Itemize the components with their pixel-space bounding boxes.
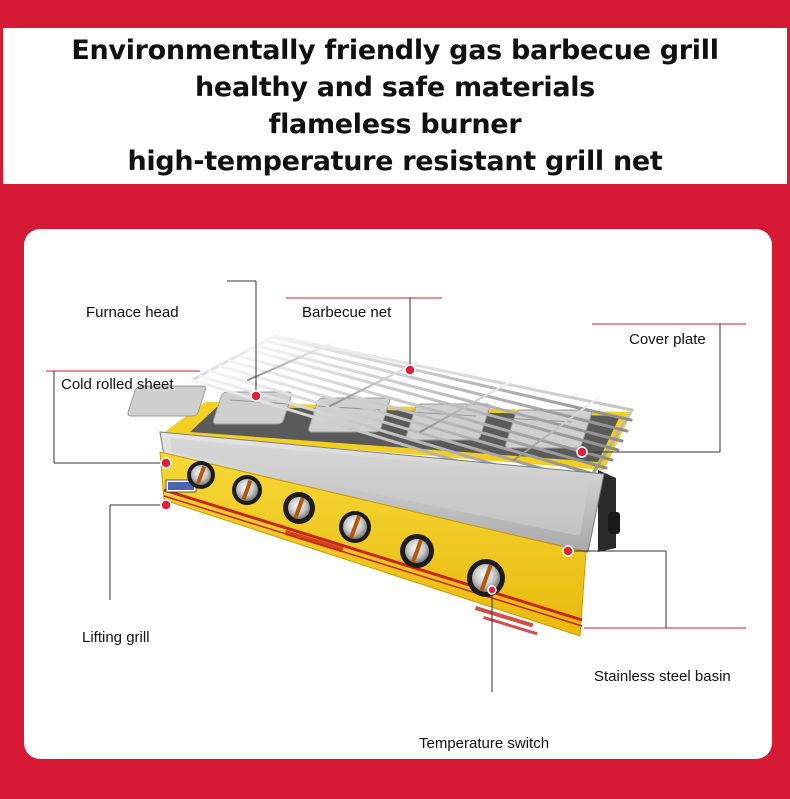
callout-dots: [160, 364, 588, 595]
temperature-knobs: [187, 461, 505, 597]
knob-3-icon: [283, 492, 315, 524]
label-lifting-grill: Lifting grill: [82, 629, 150, 646]
label-cover-plate: Cover plate: [629, 331, 706, 348]
label-barbecue-net: Barbecue net: [302, 304, 392, 321]
title-line-2: healthy and safe materials: [195, 72, 595, 103]
title-line-1: Environmentally friendly gas barbecue gr…: [71, 35, 719, 66]
label-furnace-head: Furnace head: [86, 304, 179, 321]
barbecue-net: [190, 334, 635, 500]
knob-4-icon: [339, 511, 371, 543]
title-line-4: high-temperature resistant grill net: [127, 146, 663, 177]
label-stainless-steel-basin: Stainless steel basin: [594, 668, 731, 685]
knob-2-icon: [232, 475, 262, 505]
grill-illustration: [46, 280, 746, 692]
knob-6-icon: [467, 559, 505, 597]
label-temperature-switch: Temperature switch: [419, 735, 550, 752]
knob-1-icon: [187, 461, 215, 489]
label-cold-rolled-sheet: Cold rolled sheet: [61, 376, 174, 393]
product-panel: [24, 229, 772, 759]
title-line-3: flameless burner: [268, 109, 522, 140]
title-banner: Environmentally friendly gas barbecue gr…: [3, 28, 787, 184]
stainless-steel-basin: [159, 431, 605, 553]
knob-5-icon: [400, 534, 434, 568]
side-bracket: [598, 470, 620, 552]
callout-lines: [46, 280, 746, 692]
